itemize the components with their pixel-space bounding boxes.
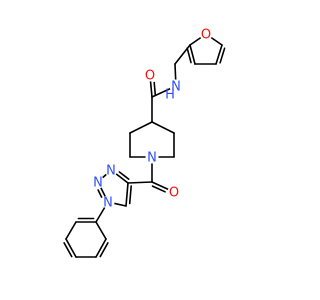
bond-1 <box>189 44 196 65</box>
triazole-n2-label: N <box>93 176 103 191</box>
bond-lines <box>63 36 226 258</box>
bond-24 <box>95 206 106 223</box>
triazole-n3-label-background <box>104 163 118 177</box>
bond-18 <box>127 181 153 184</box>
bond-23 <box>125 182 129 207</box>
bond-21 <box>99 186 107 198</box>
bond-10 <box>129 121 153 134</box>
bond-3 <box>215 44 223 65</box>
amide-nitrogen-label: N <box>171 80 181 95</box>
bond-27-inner <box>63 242 73 258</box>
amide-oxygen-label: O <box>145 69 155 84</box>
bond-29 <box>95 238 107 258</box>
bond-7 <box>151 87 172 98</box>
bond-0 <box>189 36 202 46</box>
bond-6 <box>174 63 177 81</box>
triazole-n2-label-background <box>91 175 105 189</box>
bond-5 <box>174 44 191 65</box>
bond-8 <box>149 80 153 98</box>
carbonyl-oxygen-label: O <box>169 186 179 201</box>
bond-8-inner <box>153 81 157 96</box>
piperidine-nitrogen-label: N <box>147 151 157 166</box>
bond-22 <box>113 202 127 207</box>
bond-19 <box>115 172 129 184</box>
amide-nitrogen-label-background <box>169 79 183 93</box>
triazole-n1-label-background <box>101 195 115 209</box>
bond-19-inner <box>118 171 130 180</box>
bond-30 <box>95 221 107 240</box>
furan-oxygen-label: O <box>201 28 211 43</box>
triazole-n1-label: N <box>103 196 113 211</box>
bond-1-inner <box>186 47 192 64</box>
bond-4 <box>210 36 223 46</box>
furan-oxygen-label-background <box>199 27 213 41</box>
bond-3-inner <box>219 47 226 64</box>
bond-23-inner <box>128 185 132 205</box>
triazole-n3-label: N <box>106 164 116 179</box>
piperidine-nitrogen-label-background <box>145 150 159 164</box>
amide-oxygen-label-background <box>143 68 157 82</box>
bond-21-inner <box>97 189 103 198</box>
bond-20 <box>101 173 108 179</box>
bond-27 <box>65 238 77 258</box>
bond-15 <box>151 121 175 134</box>
bond-29-inner <box>99 242 109 258</box>
amide-hydrogen-label: H <box>165 88 175 103</box>
bond-17-inner <box>151 185 166 193</box>
carbonyl-oxygen-label-background <box>167 185 181 199</box>
bond-17 <box>151 181 170 191</box>
bond-26 <box>65 221 77 240</box>
